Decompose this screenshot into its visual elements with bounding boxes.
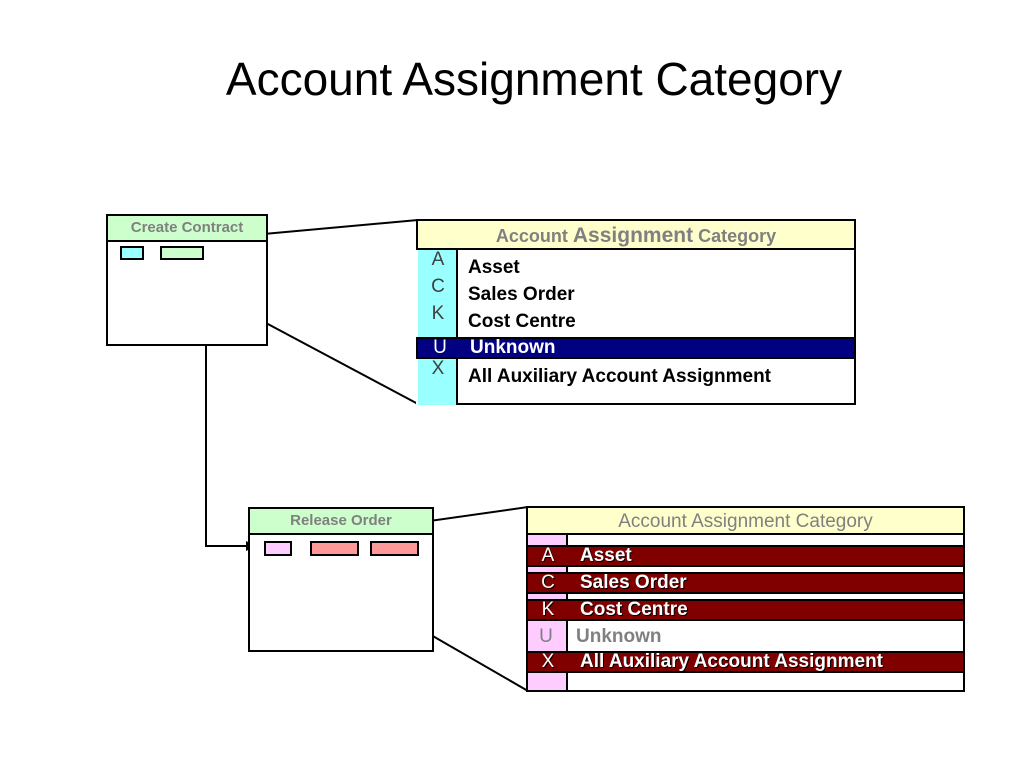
flow-arrow bbox=[205, 345, 250, 547]
option-label: All Auxiliary Account Assignment bbox=[580, 651, 883, 672]
option-code: X bbox=[431, 358, 445, 379]
option-label: Cost Centre bbox=[580, 599, 688, 620]
dropdown-option-unknown[interactable]: U Unknown bbox=[416, 337, 856, 359]
dropdown-option-cost-centre[interactable]: K Cost Centre bbox=[416, 303, 856, 333]
option-code: C bbox=[541, 572, 555, 593]
account-assignment-field[interactable] bbox=[264, 541, 292, 556]
option-code: K bbox=[431, 303, 445, 324]
panel-top-list-box bbox=[456, 250, 856, 405]
dropdown-option-asset[interactable]: A Asset bbox=[526, 545, 965, 567]
option-label: Sales Order bbox=[468, 284, 575, 305]
option-code: U bbox=[433, 337, 447, 358]
option-label: Unknown bbox=[470, 337, 556, 358]
dropdown-option-all-auxiliary-account-assignment[interactable]: X All Auxiliary Account Assignment bbox=[526, 651, 965, 673]
dropdown-option-asset[interactable]: A Asset bbox=[416, 249, 856, 279]
order-field-2[interactable] bbox=[370, 541, 419, 556]
option-label: Unknown bbox=[576, 626, 662, 647]
dropdown-option-sales-order[interactable]: C Sales Order bbox=[526, 572, 965, 594]
panel-top-header: Account Assignment Category bbox=[416, 219, 856, 250]
release-order-title: Release Order bbox=[250, 509, 432, 535]
release-order-window: Release Order bbox=[248, 507, 434, 652]
dropdown-option-cost-centre[interactable]: K Cost Centre bbox=[526, 599, 965, 621]
option-code: U bbox=[539, 626, 553, 647]
header-part3: Category bbox=[693, 226, 777, 246]
option-label: Sales Order bbox=[580, 572, 687, 593]
create-contract-title: Create Contract bbox=[108, 216, 266, 242]
option-label: Cost Centre bbox=[468, 311, 576, 332]
panel-top-code-column bbox=[418, 250, 458, 405]
option-code: K bbox=[541, 599, 555, 620]
option-label: Asset bbox=[580, 545, 632, 566]
option-code: A bbox=[541, 545, 555, 566]
option-code: A bbox=[431, 249, 445, 270]
option-label: Asset bbox=[468, 257, 520, 278]
item-category-field[interactable] bbox=[160, 246, 204, 260]
panel-bottom-header: Account Assignment Category bbox=[526, 506, 965, 535]
create-contract-window: Create Contract bbox=[106, 214, 268, 346]
order-field-1[interactable] bbox=[310, 541, 359, 556]
option-code: X bbox=[541, 651, 555, 672]
option-label: All Auxiliary Account Assignment bbox=[468, 366, 771, 387]
option-code: C bbox=[431, 276, 445, 297]
dropdown-option-unknown[interactable]: U Unknown bbox=[526, 626, 965, 648]
slide-title: Account Assignment Category bbox=[225, 53, 843, 105]
dropdown-option-sales-order[interactable]: C Sales Order bbox=[416, 276, 856, 306]
account-assignment-field[interactable] bbox=[120, 246, 144, 260]
dropdown-option-all-auxiliary-account-assignment[interactable]: X All Auxiliary Account Assignment bbox=[416, 358, 856, 388]
header-part2: Assignment bbox=[572, 224, 694, 247]
header-part1: Account bbox=[495, 226, 573, 246]
